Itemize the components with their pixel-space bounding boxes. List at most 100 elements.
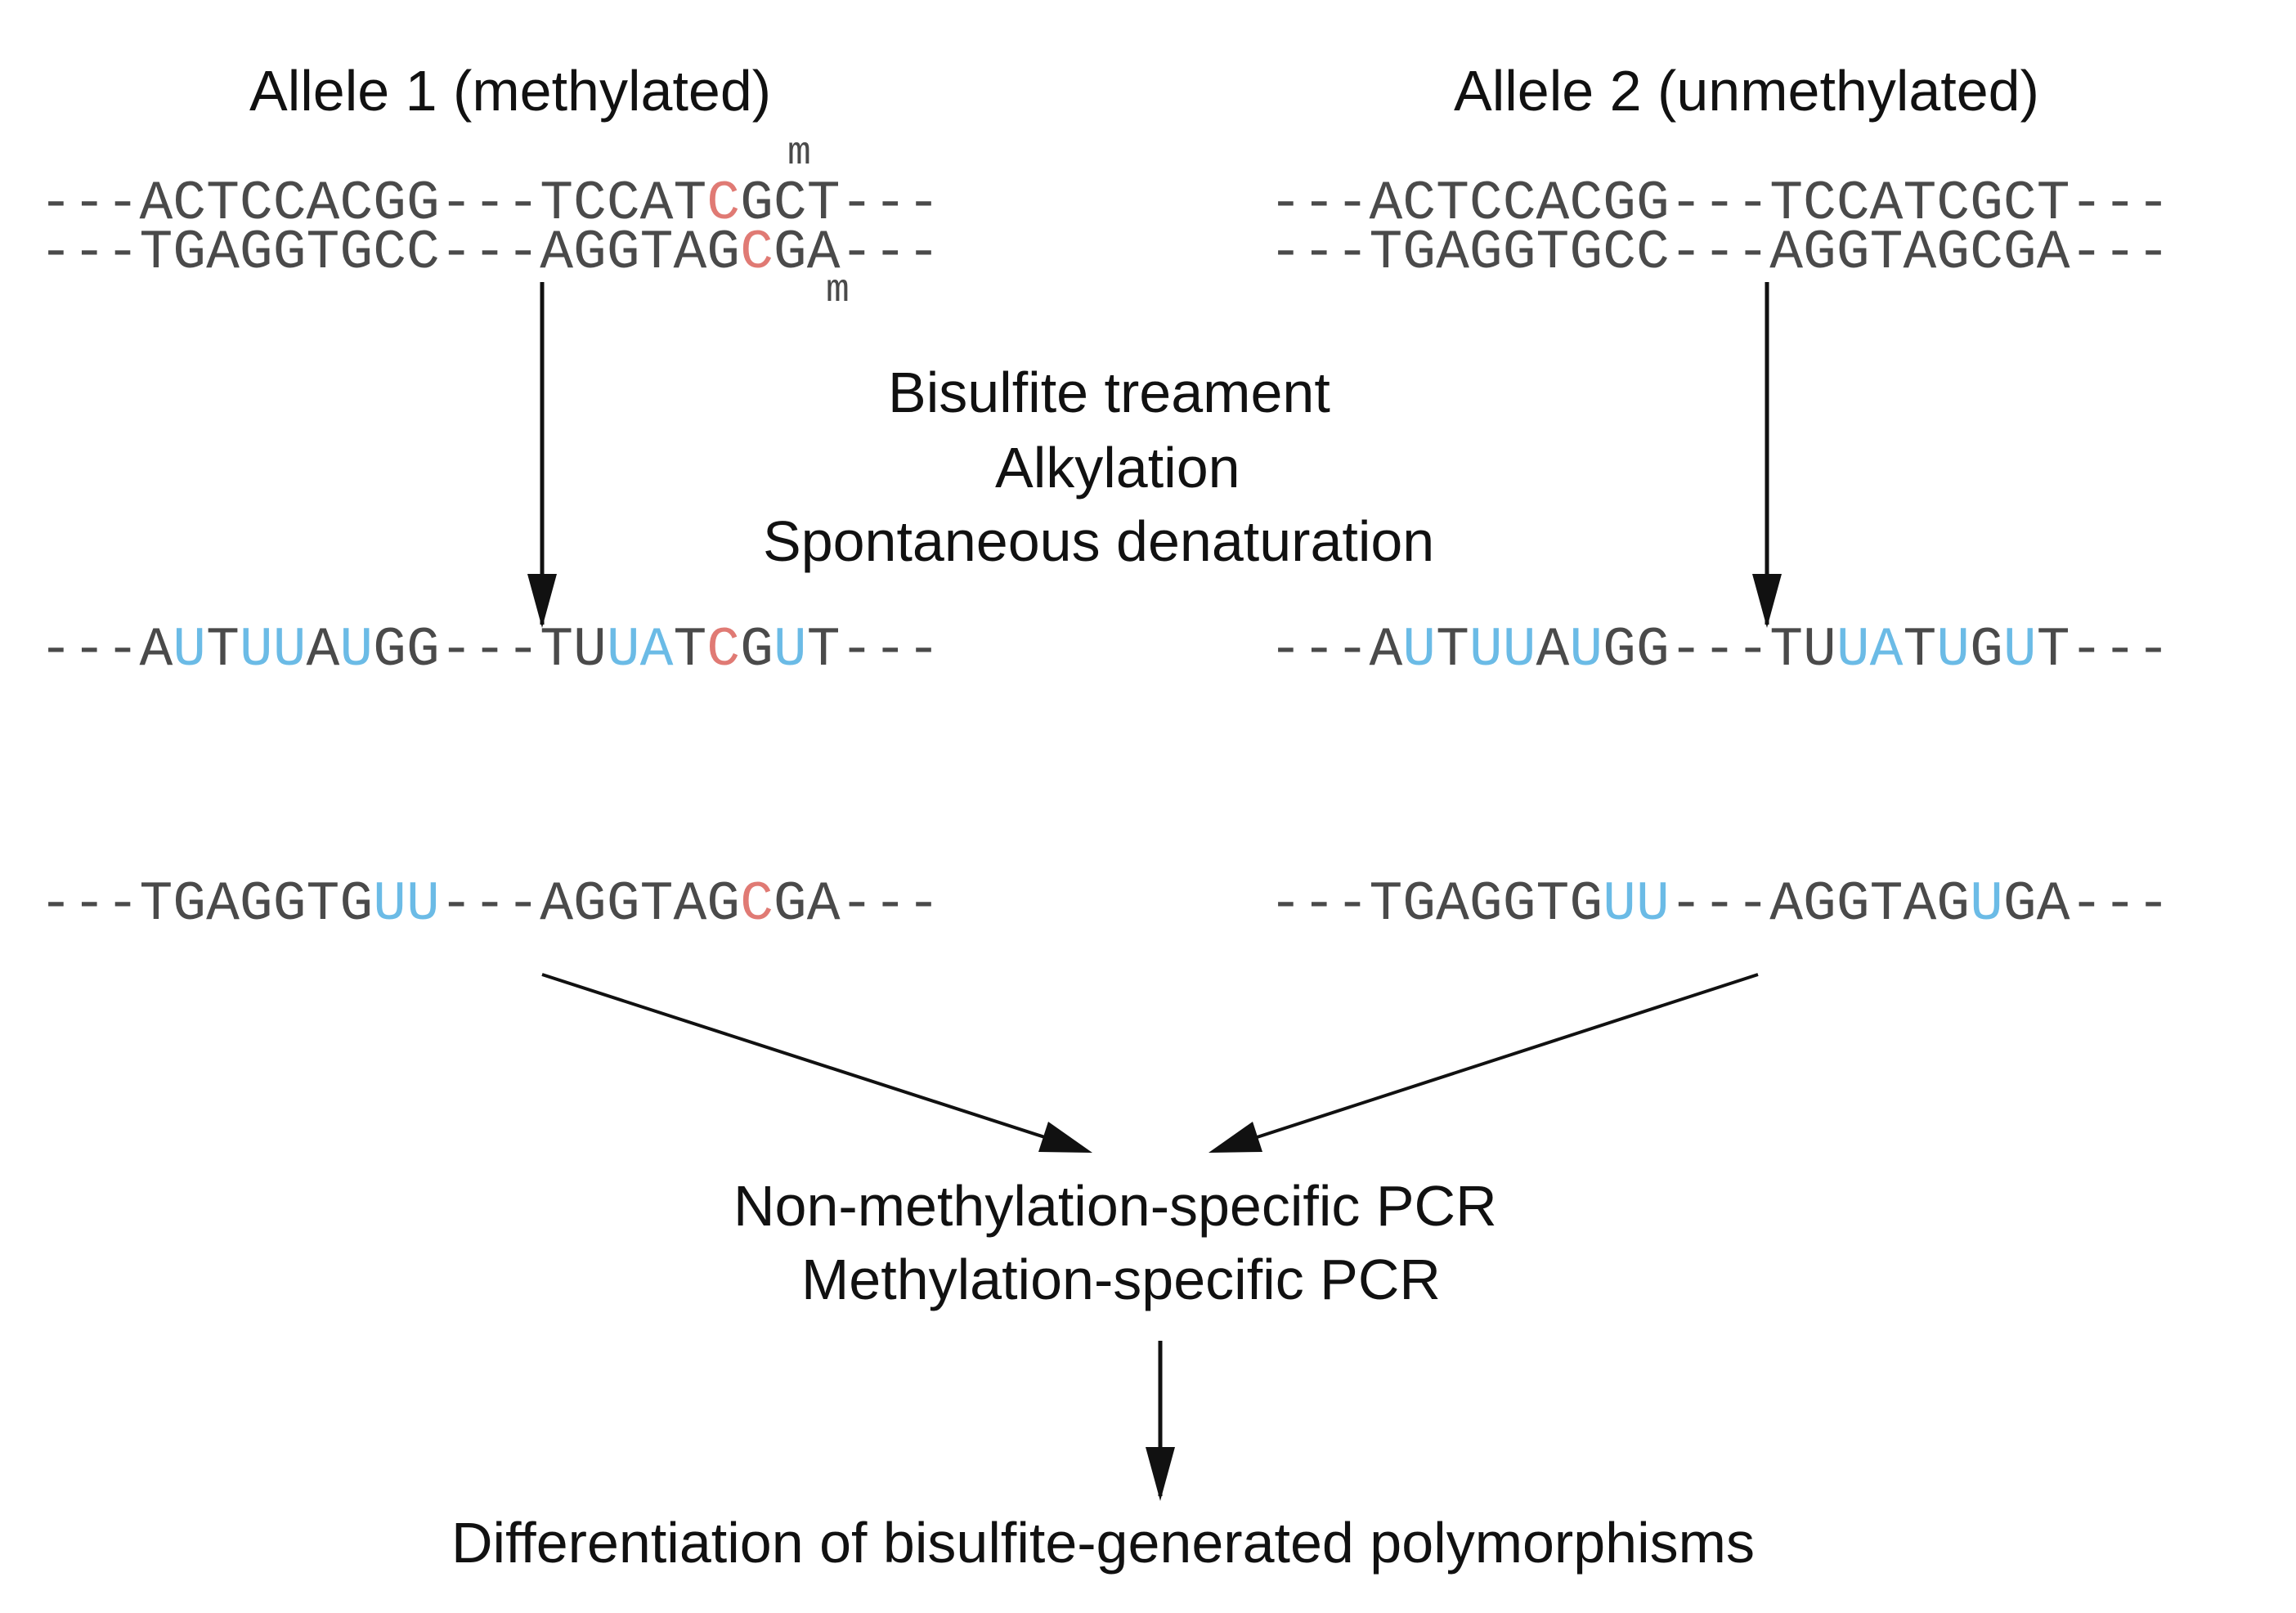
treatment-step-bisulfite: Bisulfite treament [888, 361, 1330, 424]
methylated-cytosine: C [740, 873, 774, 936]
converted-uracil: U [1603, 873, 1636, 936]
base: A [139, 619, 173, 682]
converted-uracil: U [606, 619, 640, 682]
base: - [873, 619, 908, 682]
base: G [2002, 222, 2037, 285]
converted-uracil: U [239, 619, 273, 682]
base: - [907, 873, 940, 936]
base: - [1302, 619, 1336, 682]
arrow-allele2-to-pcr [1246, 973, 1759, 1142]
base: G [1836, 222, 1870, 285]
base: T [1436, 173, 1469, 235]
base: T [1369, 222, 1403, 285]
converted-uracil: U [1502, 619, 1536, 682]
base: G [1569, 873, 1603, 936]
base: C [1469, 173, 1503, 235]
base: C [1936, 173, 1971, 235]
base: - [1269, 222, 1303, 285]
base: A [1769, 873, 1803, 936]
base: - [1669, 873, 1703, 936]
base: - [840, 619, 874, 682]
base: A [673, 873, 707, 936]
base: C [1970, 222, 2003, 285]
base: A [1903, 222, 1937, 285]
base: - [1736, 222, 1770, 285]
base: - [1702, 222, 1737, 285]
base: - [2103, 173, 2137, 235]
base: A [806, 873, 841, 936]
converted-uracil: U [773, 619, 807, 682]
base: - [1302, 222, 1336, 285]
base: G [1603, 619, 1636, 682]
arrow-allele1-to-pcr-head [1038, 1122, 1092, 1153]
arrow-allele1-down-head [527, 574, 557, 628]
base: - [473, 222, 507, 285]
base: G [239, 873, 273, 936]
base: - [1669, 173, 1703, 235]
converted-uracil: U [1936, 619, 1971, 682]
base: C [1803, 173, 1836, 235]
base: G [272, 873, 307, 936]
base: T [1903, 173, 1937, 235]
base: - [72, 222, 106, 285]
base: G [272, 222, 307, 285]
base: A [306, 619, 340, 682]
base: G [2002, 873, 2037, 936]
base: G [1469, 873, 1503, 936]
base: G [606, 873, 640, 936]
base: - [2103, 873, 2137, 936]
arrow-allele2-to-pcr-head [1209, 1122, 1262, 1153]
base: T [540, 173, 573, 235]
base: T [1536, 873, 1570, 936]
base: T [1769, 173, 1803, 235]
base: G [1502, 222, 1536, 285]
base: T [306, 873, 340, 936]
base: - [439, 619, 473, 682]
allele1-top-strand: ---ACTCCACGG---TCCATCGCT--- [39, 177, 940, 232]
base: C [2002, 173, 2037, 235]
allele2-heading: Allele 2 (unmethylated) [1454, 59, 2039, 123]
base: G [1936, 222, 1971, 285]
base: - [506, 619, 540, 682]
base: T [673, 619, 707, 682]
base: C [1569, 173, 1603, 235]
base: C [1603, 222, 1636, 285]
base: T [206, 619, 240, 682]
base: - [873, 173, 908, 235]
base: - [2103, 619, 2137, 682]
base: A [1536, 173, 1570, 235]
base: T [1903, 619, 1937, 682]
base: G [1402, 222, 1437, 285]
base: - [506, 222, 540, 285]
base: G [1936, 873, 1971, 936]
base: - [439, 173, 473, 235]
base: A [139, 173, 173, 235]
base: G [1803, 222, 1836, 285]
base: G [406, 619, 440, 682]
base: G [740, 619, 774, 682]
base: G [173, 222, 207, 285]
base: G [1970, 619, 2003, 682]
base: - [1736, 173, 1770, 235]
base: T [1369, 873, 1403, 936]
base: C [1402, 173, 1437, 235]
base: - [473, 619, 507, 682]
treatment-step-alkylation: Alkylation [995, 436, 1240, 500]
base: - [105, 173, 140, 235]
base: G [339, 222, 374, 285]
converted-uracil: U [406, 873, 440, 936]
base: T [1436, 619, 1469, 682]
base: - [1302, 173, 1336, 235]
base: A [540, 873, 573, 936]
allele1-converted-top-strand: ---AUTUUAUGG---TUUATCGUT--- [39, 623, 940, 679]
base: A [806, 222, 841, 285]
base: - [439, 222, 473, 285]
base: - [2070, 173, 2104, 235]
base: T [139, 873, 173, 936]
base: C [606, 173, 640, 235]
allele2-bottom-strand: ---TGAGGTGCC---AGGTAGCGA--- [1269, 226, 2170, 281]
base: G [373, 619, 406, 682]
base: T [139, 222, 173, 285]
base: - [473, 173, 507, 235]
